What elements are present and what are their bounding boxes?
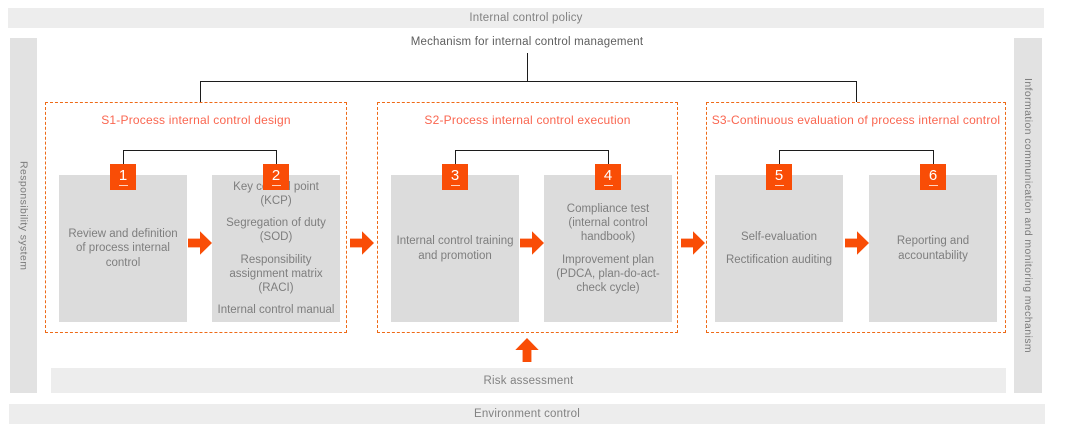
connector-s3-drop-6 <box>933 150 934 165</box>
step-box-6-text: Reporting and accountability <box>896 235 970 262</box>
connector-drop-left <box>200 81 201 102</box>
step-box-2-text: Responsibility assignment matrix (RACI) <box>229 253 323 294</box>
step-badge-2: 2 <box>263 164 289 190</box>
step-badge-5-number: 5 <box>774 167 784 184</box>
step-box-4: Compliance test (internal control handbo… <box>544 175 672 322</box>
step-badge-6: 6 <box>920 164 946 190</box>
connector-mechanism-vertical <box>527 53 528 81</box>
connector-drop-right <box>856 81 857 102</box>
section-s1-title: S1-Process internal control design <box>101 113 291 127</box>
section-s2-frame <box>377 102 678 333</box>
internal-control-policy-bar: Internal control policy <box>8 8 1044 28</box>
step-box-2-text: Internal control manual <box>217 303 335 316</box>
mechanism-label: Mechanism for internal control managemen… <box>410 36 644 48</box>
section-s3-title: S3-Continuous evaluation of process inte… <box>711 113 1001 127</box>
step-box-1: Review and definition of process interna… <box>59 175 187 322</box>
step-box-2: Key control point (KCP) Segregation of d… <box>212 175 340 322</box>
connector-s2-drop-3 <box>455 150 456 165</box>
risk-assessment-label: Risk assessment <box>483 374 574 387</box>
step-box-4-text: Compliance test (internal control handbo… <box>566 203 650 244</box>
section-s2-title: S2-Process internal control execution <box>424 113 631 127</box>
step-box-3: Internal control training and promotion <box>391 175 519 322</box>
info-communication-monitoring-sidebar: Information communication and monitoring… <box>1014 38 1042 393</box>
step-badge-3-number: 3 <box>450 167 460 184</box>
connector-s2-horizontal <box>455 150 608 151</box>
step-box-5: Self-evaluation Rectification auditing <box>715 175 843 322</box>
step-badge-4: 4 <box>595 164 621 190</box>
right-arrow-icon-s1-s2 <box>350 231 374 255</box>
step-box-3-text: Internal control training and promotion <box>396 235 514 262</box>
step-badge-1: 1 <box>110 164 136 190</box>
responsibility-system-sidebar: Responsibility system <box>10 38 37 393</box>
step-box-5-text: Rectification auditing <box>725 253 833 266</box>
responsibility-system-label: Responsibility system <box>17 160 30 271</box>
step-badge-3: 3 <box>442 164 468 190</box>
section-s1-frame <box>45 102 347 333</box>
step-box-4-text: Improvement plan (PDCA, plan-do-act-chec… <box>556 253 660 294</box>
step-badge-4-number: 4 <box>603 167 613 184</box>
step-box-2-text: Segregation of duty (SOD) <box>226 217 326 244</box>
step-badge-5: 5 <box>766 164 792 190</box>
connector-horizontal <box>200 81 857 82</box>
connector-s3-drop-5 <box>779 150 780 165</box>
connector-s1-drop-1 <box>123 150 124 165</box>
section-s3-frame <box>706 102 1006 333</box>
up-arrow-icon-risk-to-s2 <box>514 338 540 362</box>
connector-s1-drop-2 <box>276 150 277 165</box>
environment-control-label: Environment control <box>473 408 581 420</box>
step-box-1-text: Review and definition of process interna… <box>68 228 178 269</box>
step-badge-2-number: 2 <box>271 167 281 184</box>
internal-control-policy-label: Internal control policy <box>469 12 583 24</box>
connector-s2-drop-4 <box>608 150 609 165</box>
step-box-5-text: Self-evaluation <box>740 231 818 244</box>
right-arrow-icon-s2-s3 <box>681 231 705 255</box>
environment-control-bar: Environment control <box>9 404 1045 424</box>
step-badge-6-number: 6 <box>928 167 938 184</box>
connector-s3-horizontal <box>779 150 933 151</box>
connector-s1-horizontal <box>123 150 276 151</box>
info-communication-monitoring-label: Information communication and monitoring… <box>1022 77 1034 354</box>
risk-assessment-bar: Risk assessment <box>51 368 1006 393</box>
step-box-6: Reporting and accountability <box>869 175 997 322</box>
step-badge-1-number: 1 <box>118 167 128 184</box>
